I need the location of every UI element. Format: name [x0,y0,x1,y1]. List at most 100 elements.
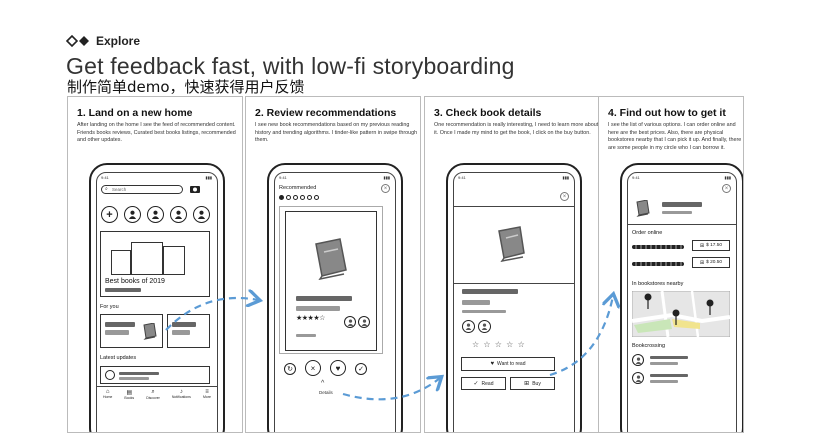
phone-mockup: 9:41 ▮▮▮ Recommended × ★★★★☆ [267,163,403,432]
recommendation-card[interactable] [100,314,163,348]
recommendation-card[interactable] [167,314,210,348]
status-icons: ▮▮▮ [205,175,212,180]
avatar [478,320,491,333]
price-button[interactable]: ⊞ $ 20.50 [692,257,730,268]
status-time: 9:41 [632,175,640,180]
divider [454,206,574,207]
status-icons: ▮▮▮ [383,175,390,180]
book-icon [498,226,525,262]
dismiss-button[interactable]: × [305,360,321,376]
search-icon: ⌕ [151,389,155,395]
hero-card[interactable]: Best books of 2019 [100,231,210,297]
nav-more[interactable]: ≡More [203,389,211,399]
nav-label: Home [103,395,113,399]
panel-title: 3. Check book details [434,107,542,119]
chevron-up-icon[interactable]: ^ [321,380,325,387]
store-name-scribble [632,262,684,266]
placeholder-bar [296,306,340,311]
user-icon [347,318,353,326]
search-input[interactable]: ⌕ Search [101,185,183,194]
phone-mockup: 9:41 ▮▮▮ × Order online ⊞ $ 17.50 ⊞ $ 20… [620,163,743,432]
status-icons: ▮▮▮ [562,175,569,180]
nav-label: Books [124,396,135,400]
explore-logo-icon [66,35,89,47]
storyboard-panel-2: 2. Review recommendations I see new book… [245,96,421,433]
search-icon: ⌕ [105,186,108,192]
map-pin-icon [672,309,680,325]
close-icon[interactable]: × [560,192,569,201]
phone-screen: 9:41 ▮▮▮ × Order online ⊞ $ 17.50 ⊞ $ 20… [627,172,737,432]
map-pin-icon [706,299,714,315]
camera-icon[interactable] [189,184,201,194]
cart-icon: ⊞ [524,381,530,387]
book-illustration [131,242,163,275]
buy-button[interactable]: ⊞ Buy [510,377,555,390]
book-icon [636,200,650,217]
user-icon [128,210,137,219]
placeholder-bar [650,356,688,359]
placeholder-bar [172,330,190,335]
cart-icon: ⊞ [699,259,705,266]
nav-label: Notifications [171,395,191,399]
update-item[interactable] [100,366,210,384]
avatar [358,316,370,328]
read-button[interactable]: ✓ Read [461,377,506,390]
undo-button[interactable]: ↻ [284,363,296,375]
user-icon [174,210,183,219]
placeholder-bar [650,362,678,365]
placeholder-bar [119,372,159,375]
placeholder-bar [462,300,490,305]
check-icon: ✓ [473,381,479,387]
panel-description: I see the list of various options. I can… [608,122,742,151]
nav-notifications[interactable]: ♪Notifications [172,389,191,399]
rating-stars: ★★★★☆ [296,315,325,322]
close-icon[interactable]: × [722,184,731,193]
accept-button[interactable]: ✓ [355,363,367,375]
rating-stars-input[interactable]: ☆ ☆ ☆ ☆ ☆ [472,340,526,349]
placeholder-bar [650,380,678,383]
section-label: Latest updates [100,355,137,361]
user-icon [465,323,472,330]
divider [454,283,574,284]
like-button[interactable]: ♥ [330,360,346,376]
avatar[interactable] [147,206,164,223]
avatar[interactable] [193,206,210,223]
price-label: $ 17.50 [706,243,723,248]
map[interactable] [632,291,730,337]
search-placeholder: Search [112,187,127,192]
avatar[interactable] [632,354,644,366]
placeholder-bar [105,322,135,327]
nav-label: More [202,395,211,399]
placeholder-bar [662,211,692,214]
close-icon[interactable]: × [381,184,390,193]
carousel-dots [279,195,319,200]
book-icon [315,238,347,280]
placeholder-bar [105,330,129,335]
button-label: Read [481,380,494,387]
nav-books[interactable]: ▤Books [124,389,134,400]
bottom-nav: ⌂Home ▤Books ⌕Discover ♪Notifications ≡M… [97,386,217,406]
price-button[interactable]: ⊞ $ 17.50 [692,240,730,251]
placeholder-bar [462,310,506,313]
recommendation-card[interactable]: ★★★★☆ [285,211,377,351]
brand-name: Explore [96,34,141,48]
want-to-read-button[interactable]: ♥ Want to read [461,357,555,371]
add-button[interactable]: + [101,206,118,223]
section-label: Bookcrossing [632,343,666,349]
map-pin-icon [644,293,652,309]
details-link[interactable]: Details [319,390,333,395]
avatar[interactable] [124,206,141,223]
nav-discover[interactable]: ⌕Discover [146,389,160,400]
nav-home[interactable]: ⌂Home [103,389,112,399]
avatar[interactable] [632,372,644,384]
placeholder-bar [650,374,688,377]
heart-icon: ♥ [490,361,495,367]
section-label: For you [100,304,119,310]
avatar[interactable] [170,206,187,223]
avatar [105,370,115,380]
home-icon: ⌂ [105,389,110,395]
panel-description: One recommendation is really interesting… [434,122,599,136]
page-subtitle: 制作简单demo，快速获得用户反馈 [67,78,305,96]
phone-mockup: 9:41 ▮▮▮ ⌕ Search + Best books of 2019 F… [89,163,225,432]
screen-header: Recommended [279,185,317,191]
